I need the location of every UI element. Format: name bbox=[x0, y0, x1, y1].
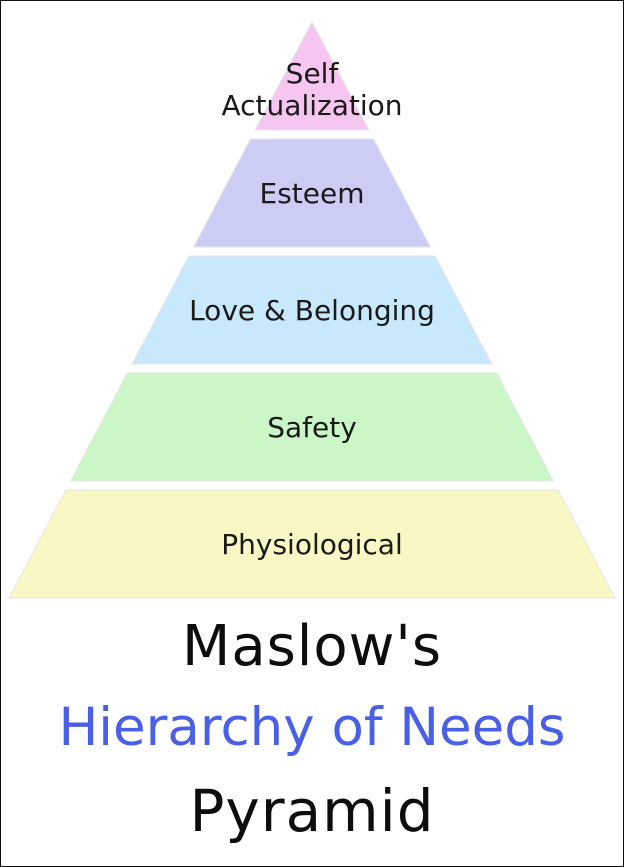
pyramid-tier-label: Actualization bbox=[222, 89, 403, 122]
pyramid-tier-label: Physiological bbox=[221, 528, 403, 561]
pyramid-tier-label: Self bbox=[286, 57, 340, 90]
pyramid-tier-label: Safety bbox=[267, 411, 357, 444]
title-pyramid: Pyramid bbox=[189, 777, 435, 845]
pyramid-tier-3 bbox=[69, 372, 555, 482]
pyramid-tier-0 bbox=[254, 20, 370, 131]
pyramid-tier-label: Love & Belonging bbox=[189, 294, 435, 327]
pyramid-tier-2 bbox=[131, 255, 493, 365]
pyramid-tier-label: Esteem bbox=[260, 177, 365, 210]
pyramid-tier-4 bbox=[8, 489, 616, 599]
title-maslows: Maslow's bbox=[182, 614, 442, 679]
pyramid-tier-1 bbox=[192, 138, 432, 248]
title-hierarchy-of-needs: Hierarchy of Needs bbox=[58, 697, 566, 758]
